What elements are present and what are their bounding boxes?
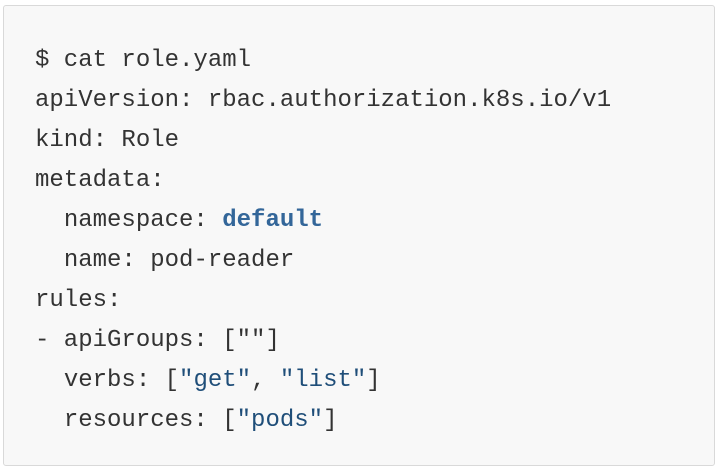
yaml-value-api-groups: [""]	[222, 327, 280, 354]
code-line-command: $ cat role.yaml	[35, 41, 611, 81]
verbs-separator: ,	[251, 367, 280, 394]
code-block: $ cat role.yaml apiVersion: rbac.authoriz…	[3, 5, 715, 466]
code-line-namespace: namespace: default	[35, 201, 611, 241]
yaml-key-resources: resources:	[63, 407, 208, 434]
resource-pods: "pods"	[236, 407, 324, 434]
code-line-kind: kind: Role	[35, 121, 611, 161]
resources-open-bracket: [	[222, 407, 237, 434]
code-line-name: name: pod-reader	[35, 241, 611, 281]
code-content: $ cat role.yaml apiVersion: rbac.authoriz…	[35, 41, 611, 441]
code-line-api-groups: - apiGroups: [""]	[35, 321, 611, 361]
resources-close-bracket: ]	[323, 407, 338, 434]
yaml-value-namespace: default	[222, 207, 324, 234]
verb-list: "list"	[279, 367, 367, 394]
yaml-key-namespace: namespace:	[63, 207, 208, 234]
yaml-value-kind: Role	[121, 127, 180, 154]
yaml-key-api-version: apiVersion:	[35, 87, 194, 114]
yaml-key-name: name:	[63, 247, 136, 274]
yaml-key-kind: kind:	[35, 127, 108, 154]
yaml-value-api-version: rbac.authorization.k8s.io/v1	[207, 87, 612, 114]
code-line-rules: rules:	[35, 281, 611, 321]
yaml-key-rules: rules:	[35, 287, 122, 314]
verbs-close-bracket: ]	[366, 367, 381, 394]
verb-get: "get"	[179, 367, 252, 394]
yaml-key-metadata: metadata:	[35, 167, 165, 194]
yaml-value-name: pod-reader	[150, 247, 295, 274]
verbs-open-bracket: [	[164, 367, 180, 394]
shell-command: $ cat role.yaml	[35, 47, 252, 74]
yaml-key-api-groups: - apiGroups:	[35, 327, 208, 354]
code-line-api-version: apiVersion: rbac.authorization.k8s.io/v1	[35, 81, 611, 121]
code-line-metadata: metadata:	[35, 161, 611, 201]
yaml-key-verbs: verbs:	[63, 367, 151, 394]
code-line-verbs: verbs: ["get", "list"]	[35, 361, 611, 401]
code-line-resources: resources: ["pods"]	[35, 401, 611, 441]
